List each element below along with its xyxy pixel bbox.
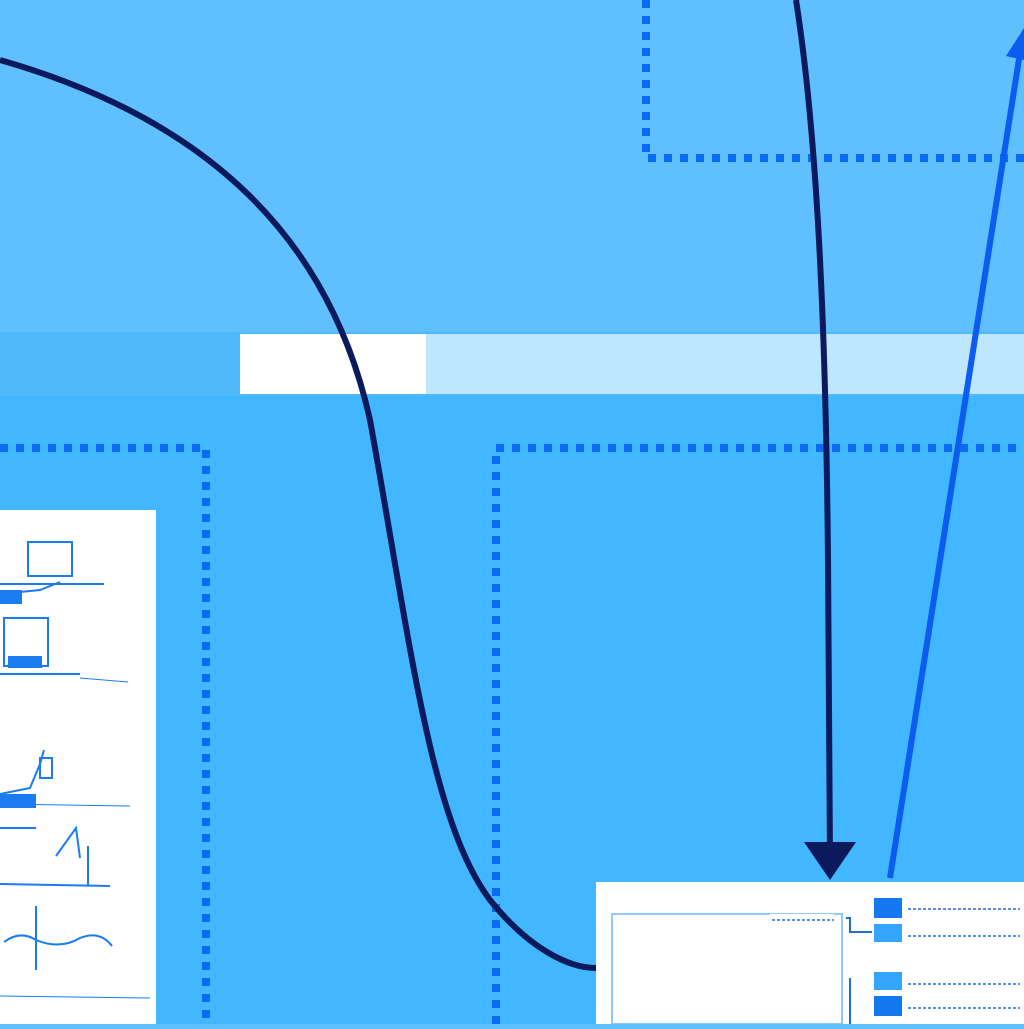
pale-bar	[426, 334, 1024, 394]
connector-curve	[0, 57, 597, 971]
sketch-box	[39, 757, 53, 779]
dotted-container-left	[0, 444, 210, 1024]
square-node-icon	[874, 924, 902, 942]
sketch-fill	[0, 590, 22, 604]
sketch-box	[27, 541, 73, 577]
square-node-icon	[874, 996, 902, 1016]
sketch-stroke	[3, 934, 113, 947]
arrowhead-icon	[804, 842, 856, 880]
dotted-container-top	[642, 0, 1024, 162]
arrowhead-icon	[1006, 28, 1024, 60]
tree-branch	[846, 917, 872, 933]
square-node-icon	[874, 972, 902, 990]
tree-frame	[611, 913, 843, 1024]
sketch-illustration	[0, 541, 151, 999]
dotted-container-right	[492, 444, 1024, 1024]
tree-panel	[596, 882, 1024, 1024]
sketch-panel	[0, 510, 156, 1024]
sketch-fill	[0, 794, 36, 808]
square-node-icon	[874, 898, 902, 918]
sketch-line	[79, 677, 129, 683]
down-arrow	[793, 0, 833, 861]
top-region	[0, 0, 1024, 332]
tree-diagram	[611, 898, 1020, 1024]
highlight-bar	[240, 334, 426, 394]
sketch-line	[0, 883, 111, 887]
sketch-fill	[8, 656, 42, 668]
up-arrow	[887, 39, 1024, 879]
sketch-line	[0, 995, 151, 999]
tree-root-label-bg	[770, 914, 834, 924]
sketch-stroke	[55, 825, 81, 859]
